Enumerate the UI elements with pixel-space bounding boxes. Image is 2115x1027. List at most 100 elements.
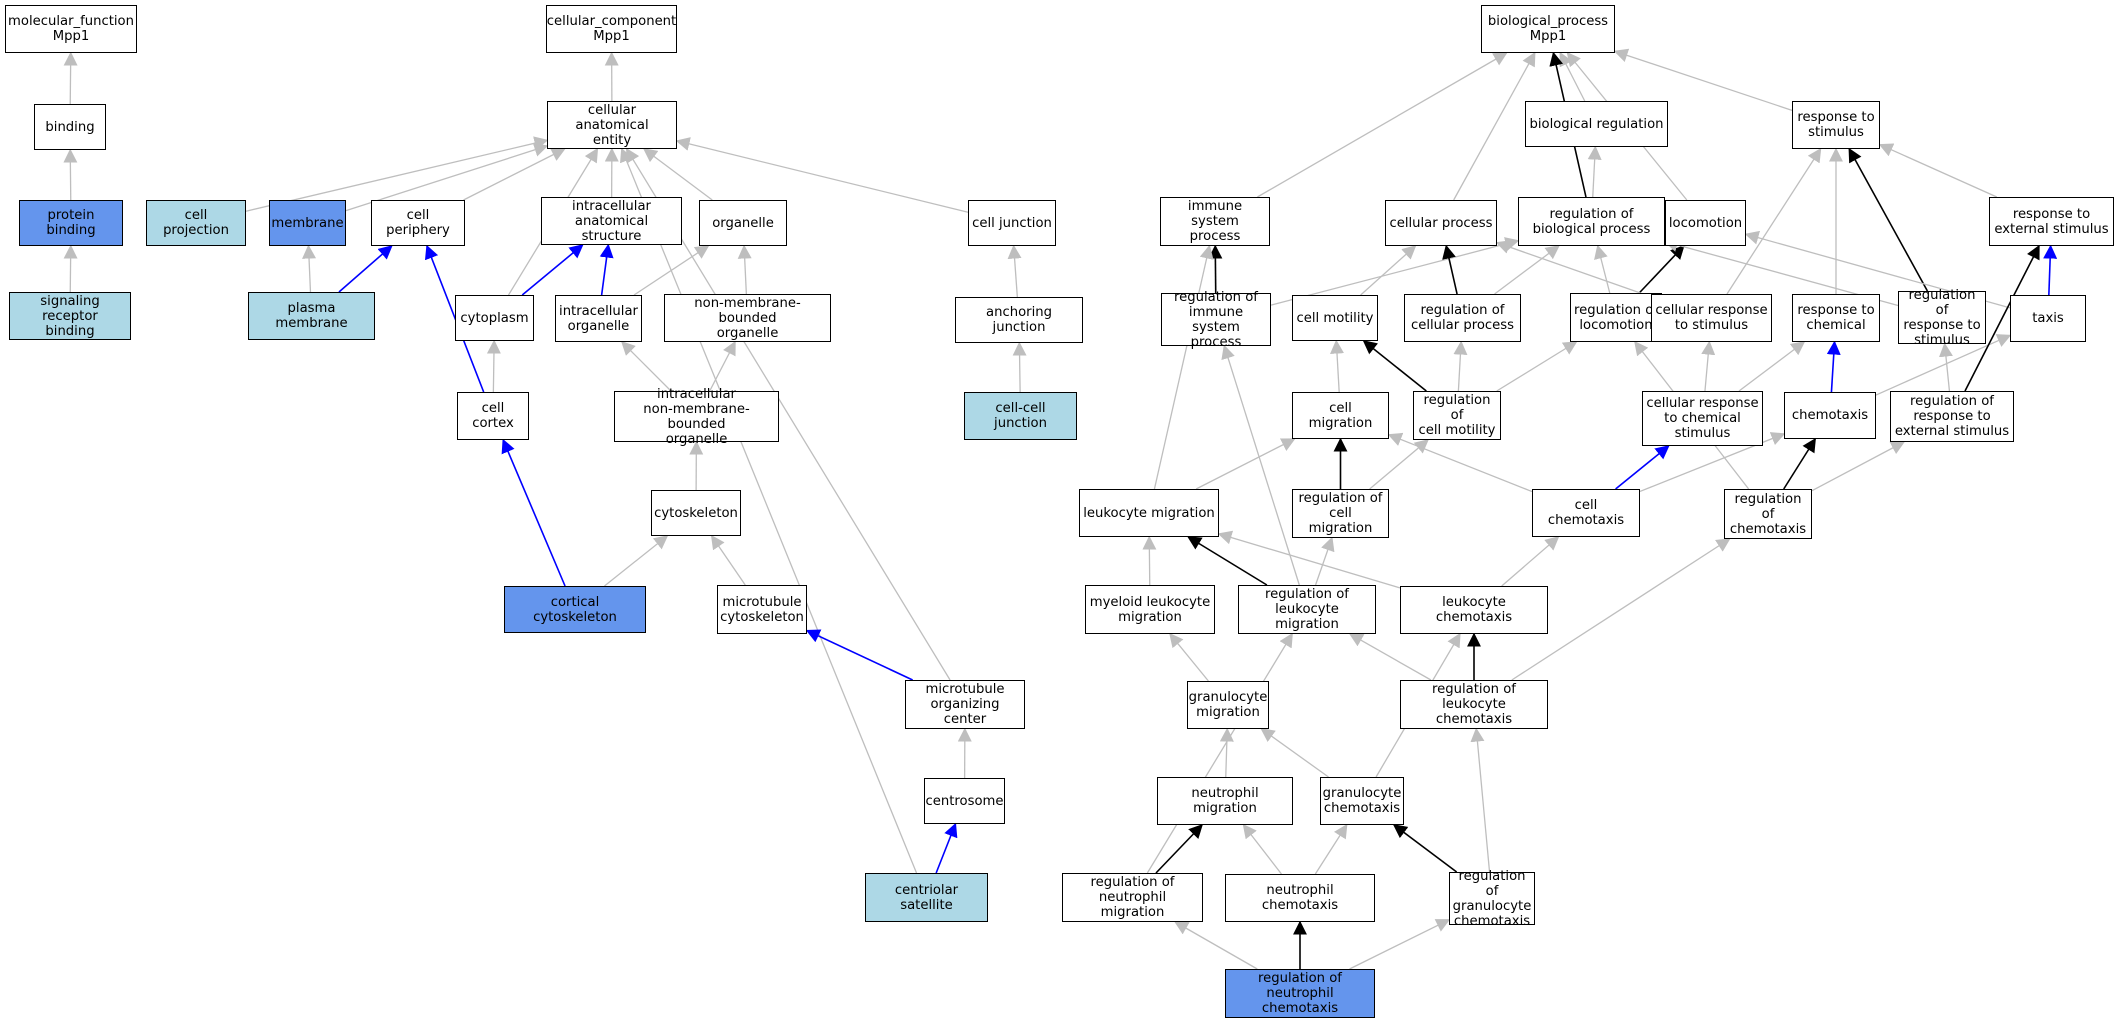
term-node-mf[interactable]: molecular_function Mpp1 [5, 5, 137, 53]
term-node-cell-junction[interactable]: cell junction [968, 200, 1056, 246]
term-node-reg-rtes[interactable]: regulation of response to external stimu… [1890, 391, 2014, 442]
term-node-granulocyte-chemotaxis[interactable]: granulocyte chemotaxis [1320, 777, 1404, 825]
edge-is-a-crcs-to-response-to-chemical [1738, 341, 1806, 392]
term-node-response-to-stimulus[interactable]: response to stimulus [1792, 101, 1880, 149]
edge-is-a-organelle-to-cae [642, 148, 713, 201]
term-node-signaling-receptor-binding[interactable]: signaling receptor binding [9, 292, 131, 340]
edge-is-a-cell-projection-to-cae [245, 136, 549, 212]
edge-is-a-reg-chemotaxis-to-reg-rtes [1811, 441, 1906, 492]
term-node-cell-periphery[interactable]: cell periphery [371, 200, 465, 246]
edge-is-a-anchoring-junction-to-cell-junction [1007, 244, 1022, 298]
term-node-crcs[interactable]: cellular response to chemical stimulus [1642, 391, 1763, 446]
edge-is-a-cell-junction-to-cae [675, 137, 969, 213]
term-node-cell-chemotaxis[interactable]: cell chemotaxis [1532, 489, 1640, 537]
edge-is-a-membrane-to-cae [345, 143, 549, 212]
edge-regulates-reg-cp-to-cellular-process [1442, 244, 1458, 295]
term-node-locomotion[interactable]: locomotion [1665, 200, 1746, 246]
term-node-cortical-cytoskeleton[interactable]: cortical cytoskeleton [504, 586, 646, 633]
term-node-reg-cp[interactable]: regulation of cellular process [1404, 294, 1521, 342]
term-node-reg-bp[interactable]: regulation of biological process [1518, 197, 1665, 246]
edge-is-a-cortical-cytoskeleton-to-cytoskeleton [604, 535, 669, 587]
term-node-leukocyte-migration[interactable]: leukocyte migration [1079, 489, 1219, 537]
term-node-cytoplasm[interactable]: cytoplasm [455, 295, 534, 341]
term-node-cell-motility[interactable]: cell motility [1292, 295, 1378, 341]
edge-is-a-cell-migration-to-cell-motility [1330, 339, 1344, 393]
term-node-cell-projection[interactable]: cell projection [146, 200, 246, 246]
term-node-binding[interactable]: binding [34, 104, 106, 150]
term-node-response-to-chemical[interactable]: response to chemical [1792, 294, 1880, 342]
term-node-mtoc[interactable]: microtubule organizing center [905, 680, 1025, 729]
term-node-reg-lc[interactable]: regulation of leukocyte chemotaxis [1400, 680, 1548, 729]
term-node-reg-gc[interactable]: regulation of granulocyte chemotaxis [1449, 869, 1535, 929]
edge-is-a-binding-to-mf [63, 51, 78, 105]
term-node-reg-lm[interactable]: regulation of leukocyte migration [1238, 585, 1376, 634]
term-node-neutrophil-chemotaxis[interactable]: neutrophil chemotaxis [1225, 874, 1375, 922]
term-node-immune-system-process[interactable]: immune system process [1160, 197, 1270, 246]
term-node-organelle[interactable]: organelle [699, 200, 787, 246]
edge-regulates-reg-locomotion-to-locomotion [1638, 244, 1685, 294]
term-node-microtubule-cytoskeleton[interactable]: microtubule cytoskeleton [717, 585, 807, 634]
edge-is-a-granulocyte-migration-to-myeloid-leukocyte-migration [1169, 632, 1209, 682]
edge-is-a-reg-locomotion-to-reg-bp [1594, 244, 1611, 294]
term-node-reg-rts[interactable]: regulation of response to stimulus [1898, 288, 1986, 348]
edge-is-a-reg-nc-to-reg-nm [1174, 921, 1258, 970]
term-node-anchoring-junction[interactable]: anchoring junction [955, 297, 1083, 343]
edge-part-of-taxis-to-response-to-external-stimulus [2043, 244, 2058, 296]
edge-is-a-reg-cp-to-reg-bp [1494, 245, 1560, 295]
edge-is-a-immune-system-process-to-bp [1257, 52, 1508, 198]
edge-is-a-leukocyte-chemotaxis-to-leukocyte-migration [1217, 530, 1401, 589]
term-node-inmbo[interactable]: intracellular non-membrane-bounded organ… [614, 387, 779, 447]
edge-is-a-granulocyte-chemotaxis-to-granulocyte-migration [1260, 728, 1329, 778]
term-node-myeloid-leukocyte-migration[interactable]: myeloid leukocyte migration [1085, 585, 1215, 634]
term-node-reg-isp[interactable]: regulation of immune system process [1161, 290, 1271, 350]
edge-is-a-reg-lc-to-reg-lm [1348, 633, 1432, 681]
term-node-cell-cortex[interactable]: cell cortex [457, 392, 529, 440]
edge-is-a-protein-binding-to-binding [63, 148, 78, 201]
term-node-bp[interactable]: biological_process Mpp1 [1481, 5, 1615, 53]
term-node-crs[interactable]: cellular response to stimulus [1651, 294, 1772, 342]
term-node-cell-migration[interactable]: cell migration [1292, 392, 1389, 439]
term-node-response-to-external-stimulus[interactable]: response to external stimulus [1989, 197, 2114, 246]
term-node-cell-cell-junction[interactable]: cell-cell junction [964, 392, 1077, 440]
edge-regulates-reg-cm-to-cell-motility [1362, 340, 1427, 392]
edge-part-of-cortical-cytoskeleton-to-cell-cortex [501, 438, 566, 587]
edge-part-of-cell-chemotaxis-to-crcs [1615, 445, 1670, 490]
term-node-reg-cm[interactable]: regulation of cell motility [1413, 391, 1501, 440]
edge-regulates-reg-chemotaxis-to-chemotaxis [1783, 437, 1816, 490]
term-node-cc[interactable]: cellular_component Mpp1 [546, 5, 677, 53]
term-node-taxis[interactable]: taxis [2010, 295, 2086, 342]
edge-part-of-chemotaxis-to-response-to-chemical [1826, 340, 1841, 393]
edge-is-a-cell-chemotaxis-to-cell-migration [1387, 432, 1533, 493]
term-node-neutrophil-migration[interactable]: neutrophil migration [1157, 777, 1293, 825]
term-node-chemotaxis[interactable]: chemotaxis [1784, 392, 1876, 439]
term-node-reg-locomotion[interactable]: regulation of locomotion [1570, 293, 1662, 342]
term-node-centrosome[interactable]: centrosome [924, 778, 1005, 824]
term-node-granulocyte-migration[interactable]: granulocyte migration [1187, 681, 1269, 729]
edge-is-a-inmbo-to-nmbo [709, 340, 736, 392]
term-node-membrane[interactable]: membrane [269, 200, 346, 246]
term-node-nmbo[interactable]: non-membrane-bounded organelle [664, 294, 831, 342]
term-node-reg-chemotaxis[interactable]: regulation of chemotaxis [1724, 489, 1812, 539]
term-node-plasma-membrane[interactable]: plasma membrane [248, 292, 375, 340]
term-node-reg-cmig[interactable]: regulation of cell migration [1292, 489, 1389, 538]
term-node-ias[interactable]: intracellular anatomical structure [541, 197, 682, 245]
term-node-cellular-process[interactable]: cellular process [1385, 200, 1497, 246]
edge-is-a-inmbo-to-intracellular-organelle [621, 341, 672, 392]
edge-part-of-intracellular-organelle-to-ias [599, 243, 614, 296]
term-node-leukocyte-chemotaxis[interactable]: leukocyte chemotaxis [1400, 586, 1548, 634]
term-node-protein-binding[interactable]: protein binding [19, 200, 123, 246]
edge-is-a-response-to-stimulus-to-bp [1613, 48, 1793, 111]
edge-is-a-crs-to-cellular-process [1495, 240, 1652, 298]
term-node-cae[interactable]: cellular anatomical entity [547, 101, 677, 149]
edge-is-a-microtubule-cytoskeleton-to-cytoskeleton [710, 534, 746, 586]
term-node-reg-nm[interactable]: regulation of neutrophil migration [1062, 873, 1203, 922]
term-node-biological-regulation[interactable]: biological regulation [1525, 101, 1668, 147]
term-node-intracellular-organelle[interactable]: intracellular organelle [555, 295, 642, 342]
edge-part-of-centriolar-satellite-to-centrosome [935, 822, 958, 874]
edge-is-a-biological-regulation-to-bp [1559, 51, 1586, 102]
edge-is-a-neutrophil-chemotaxis-to-neutrophil-migration [1242, 823, 1282, 875]
term-node-reg-nc[interactable]: regulation of neutrophil chemotaxis [1225, 969, 1375, 1018]
term-node-cytoskeleton[interactable]: cytoskeleton [651, 490, 741, 536]
term-node-centriolar-satellite[interactable]: centriolar satellite [865, 873, 988, 922]
